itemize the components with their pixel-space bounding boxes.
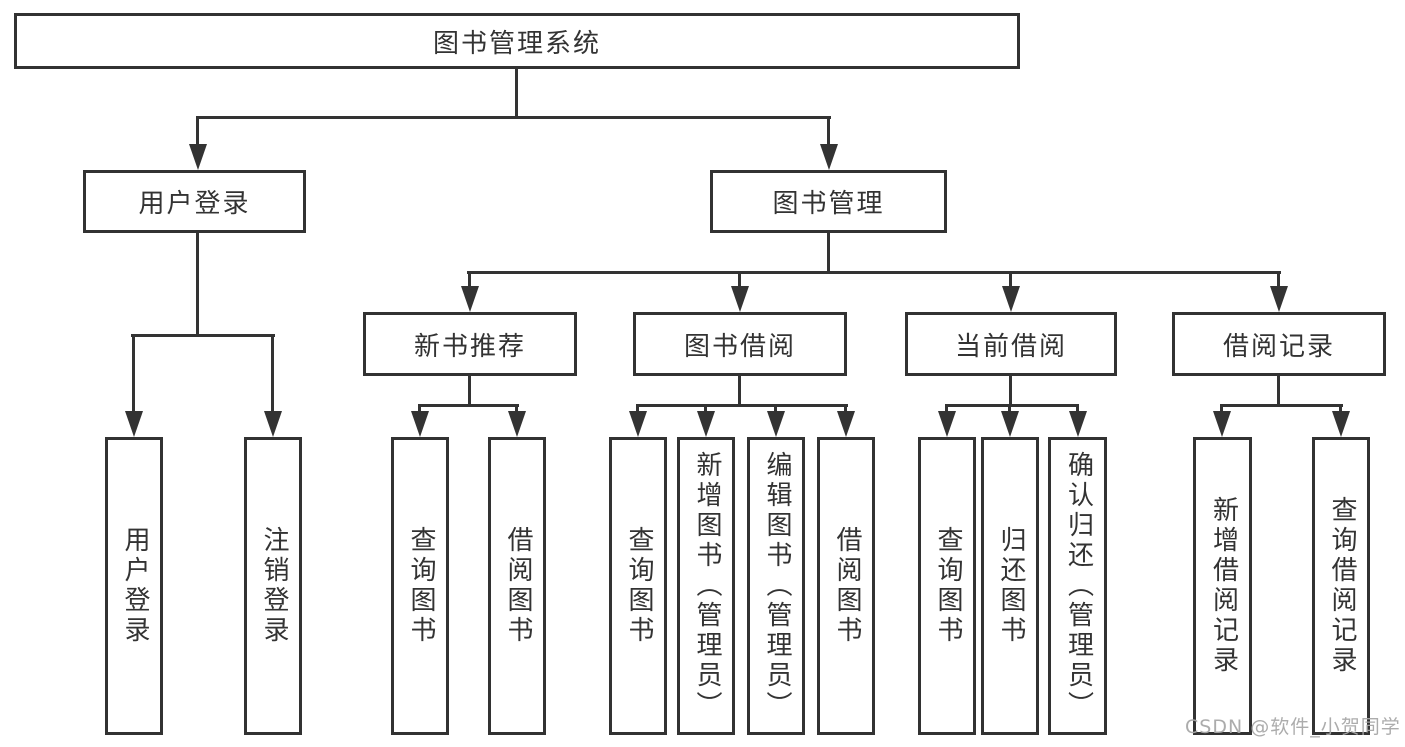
node-book-borrow: 图书借阅 [633, 312, 847, 376]
node-book-borrow-label: 图书借阅 [683, 331, 796, 362]
leaf-query-books-recommend: 查询图书 [391, 437, 449, 735]
connector-stem-add-book-admin [704, 404, 707, 416]
leaf-query-books-current: 查询图书 [918, 437, 976, 735]
leaf-return-book-label: 归还图书 [995, 526, 1026, 646]
leaf-borrow-books-recommend: 借阅图书 [488, 437, 546, 735]
connector-records-stub [1277, 374, 1280, 406]
connector-stem-borrow-books-recommend [515, 404, 518, 416]
connector-stem-current-borrow [1009, 271, 1012, 289]
connector-stem-query-borrow-record [1339, 404, 1342, 416]
arrowhead-return-book [1001, 411, 1019, 437]
arrowhead-borrow-books-borrow [837, 411, 855, 437]
arrowhead-edit-book-admin [767, 411, 785, 437]
watermark: CSDN @软件_小贺同学 [1185, 716, 1401, 738]
node-new-book-recommend: 新书推荐 [363, 312, 577, 376]
leaf-logout-label: 注销登录 [258, 526, 289, 646]
node-root-label: 图书管理系统 [432, 28, 601, 59]
leaf-add-book-admin-label: 新增图书（管理员） [691, 451, 722, 721]
node-user-login: 用户登录 [83, 170, 306, 233]
leaf-borrow-books-borrow-label: 借阅图书 [831, 526, 862, 646]
arrowhead-leaf-user-login [125, 411, 143, 437]
connector-records-hline [1220, 404, 1343, 407]
arrowhead-user-login [189, 144, 207, 170]
node-root: 图书管理系统 [14, 13, 1020, 69]
connector-stem-book-borrow [738, 271, 741, 289]
leaf-borrow-books-borrow: 借阅图书 [817, 437, 875, 735]
connector-recommend-hline [418, 404, 519, 407]
arrowhead-query-books-borrow [629, 411, 647, 437]
connector-userlogin-stub [196, 232, 199, 336]
connector-stem-book-management [827, 116, 830, 147]
leaf-query-books-current-label: 查询图书 [932, 526, 963, 646]
arrowhead-confirm-return-admin [1069, 411, 1087, 437]
arrowhead-add-book-admin [697, 411, 715, 437]
arrowhead-borrow-books-recommend [508, 411, 526, 437]
leaf-add-borrow-record: 新增借阅记录 [1193, 437, 1252, 735]
connector-stem-query-books-borrow [636, 404, 639, 416]
node-current-borrow: 当前借阅 [905, 312, 1117, 376]
arrowhead-add-borrow-record [1213, 411, 1231, 437]
connector-stem-leaf-user-login [132, 334, 135, 413]
node-book-management-label: 图书管理 [772, 189, 885, 219]
leaf-query-books-borrow-label: 查询图书 [623, 526, 654, 646]
leaf-query-borrow-record: 查询借阅记录 [1312, 437, 1370, 735]
arrowhead-book-management [820, 144, 838, 170]
arrowhead-current-borrow [1002, 286, 1020, 312]
connector-bookmgmt-stub [827, 232, 830, 274]
connector-stem-query-books-recommend [418, 404, 421, 416]
leaf-confirm-return-admin: 确认归还（管理员） [1048, 437, 1107, 735]
connector-currentborrow-stub [1009, 374, 1012, 406]
leaf-logout: 注销登录 [244, 437, 302, 735]
node-user-login-label: 用户登录 [138, 189, 251, 219]
leaf-edit-book-admin-label: 编辑图书（管理员） [761, 451, 792, 721]
leaf-user-login-label: 用户登录 [119, 526, 150, 646]
leaf-add-book-admin: 新增图书（管理员） [677, 437, 735, 735]
connector-bookmgmt-hline [467, 271, 1281, 274]
leaf-borrow-books-recommend-label: 借阅图书 [502, 526, 533, 646]
arrowhead-query-borrow-record [1332, 411, 1350, 437]
leaf-confirm-return-admin-label: 确认归还（管理员） [1063, 451, 1094, 721]
leaf-add-borrow-record-label: 新增借阅记录 [1208, 496, 1239, 676]
leaf-edit-book-admin: 编辑图书（管理员） [747, 437, 805, 735]
arrowhead-borrow-records [1270, 286, 1288, 312]
connector-stem-edit-book-admin [774, 404, 777, 416]
connector-currentborrow-hline [945, 404, 1079, 407]
arrowhead-leaf-logout [264, 411, 282, 437]
node-current-borrow-label: 当前借阅 [954, 331, 1067, 362]
node-new-book-recommend-label: 新书推荐 [413, 331, 526, 362]
connector-stem-query-books-current [945, 404, 948, 416]
connector-stem-return-book [1008, 404, 1011, 416]
leaf-query-books-recommend-label: 查询图书 [405, 526, 436, 646]
arrowhead-query-books-current [938, 411, 956, 437]
connector-stem-borrow-records [1277, 271, 1280, 289]
connector-stem-add-borrow-record [1220, 404, 1223, 416]
arrowhead-book-borrow [731, 286, 749, 312]
leaf-query-borrow-record-label: 查询借阅记录 [1326, 496, 1357, 676]
arrowhead-new-book-recommend [461, 286, 479, 312]
connector-stem-leaf-logout [271, 334, 274, 413]
connector-userlogin-hline [131, 334, 275, 337]
connector-stem-borrow-books-borrow [844, 404, 847, 416]
arrowhead-query-books-recommend [411, 411, 429, 437]
connector-stem-new-book-recommend [468, 271, 471, 289]
leaf-query-books-borrow: 查询图书 [609, 437, 667, 735]
connector-stem-confirm-return-admin [1076, 404, 1079, 416]
connector-stem-user-login [196, 116, 199, 147]
connector-root-hline [196, 116, 831, 119]
connector-bookborrow-stub [738, 374, 741, 406]
node-book-management: 图书管理 [710, 170, 947, 233]
connector-root-stub [515, 69, 518, 118]
leaf-user-login: 用户登录 [105, 437, 163, 735]
connector-bookborrow-hline [636, 404, 848, 407]
leaf-return-book: 归还图书 [981, 437, 1039, 735]
connector-recommend-stub [468, 374, 471, 406]
node-borrow-records: 借阅记录 [1172, 312, 1386, 376]
node-borrow-records-label: 借阅记录 [1222, 331, 1335, 362]
